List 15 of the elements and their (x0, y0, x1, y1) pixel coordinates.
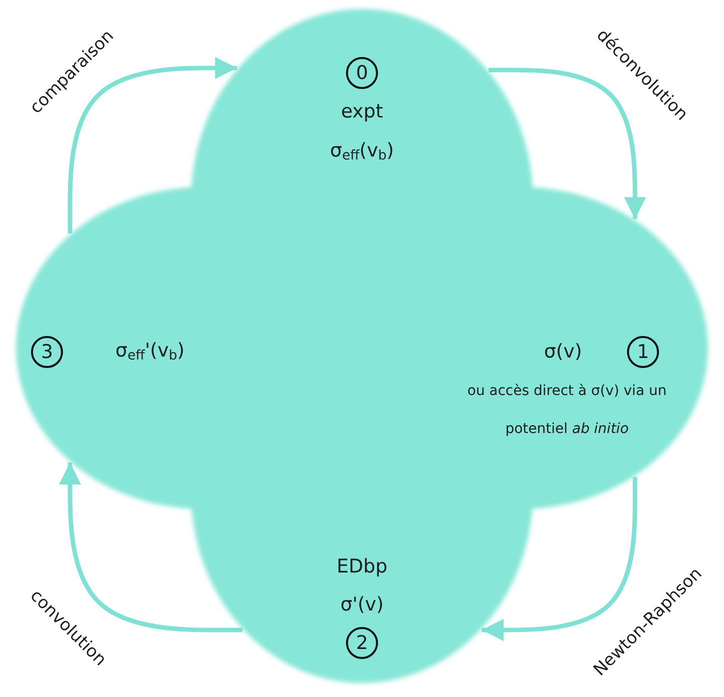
arrow (482, 476, 638, 641)
formula: σ$_{eff}$(v$_{b}$) (330, 139, 394, 165)
arrow (488, 68, 646, 220)
step-number: 2 (346, 627, 378, 659)
formula: σ'(v) (340, 594, 384, 616)
formula: σ(v) (544, 340, 582, 364)
step-number: 3 (31, 336, 63, 368)
step-number: 1 (627, 336, 659, 368)
step-label: EDbp (336, 556, 388, 578)
description-text: ou accès direct à σ(v) via un potentiel ab initio (466, 382, 668, 439)
formula: σ$_{eff}$'(v$_{b}$) (115, 339, 185, 365)
arrow (59, 462, 242, 632)
step-number: 0 (346, 57, 378, 89)
arrow (68, 57, 238, 234)
step-label: expt (340, 100, 384, 124)
